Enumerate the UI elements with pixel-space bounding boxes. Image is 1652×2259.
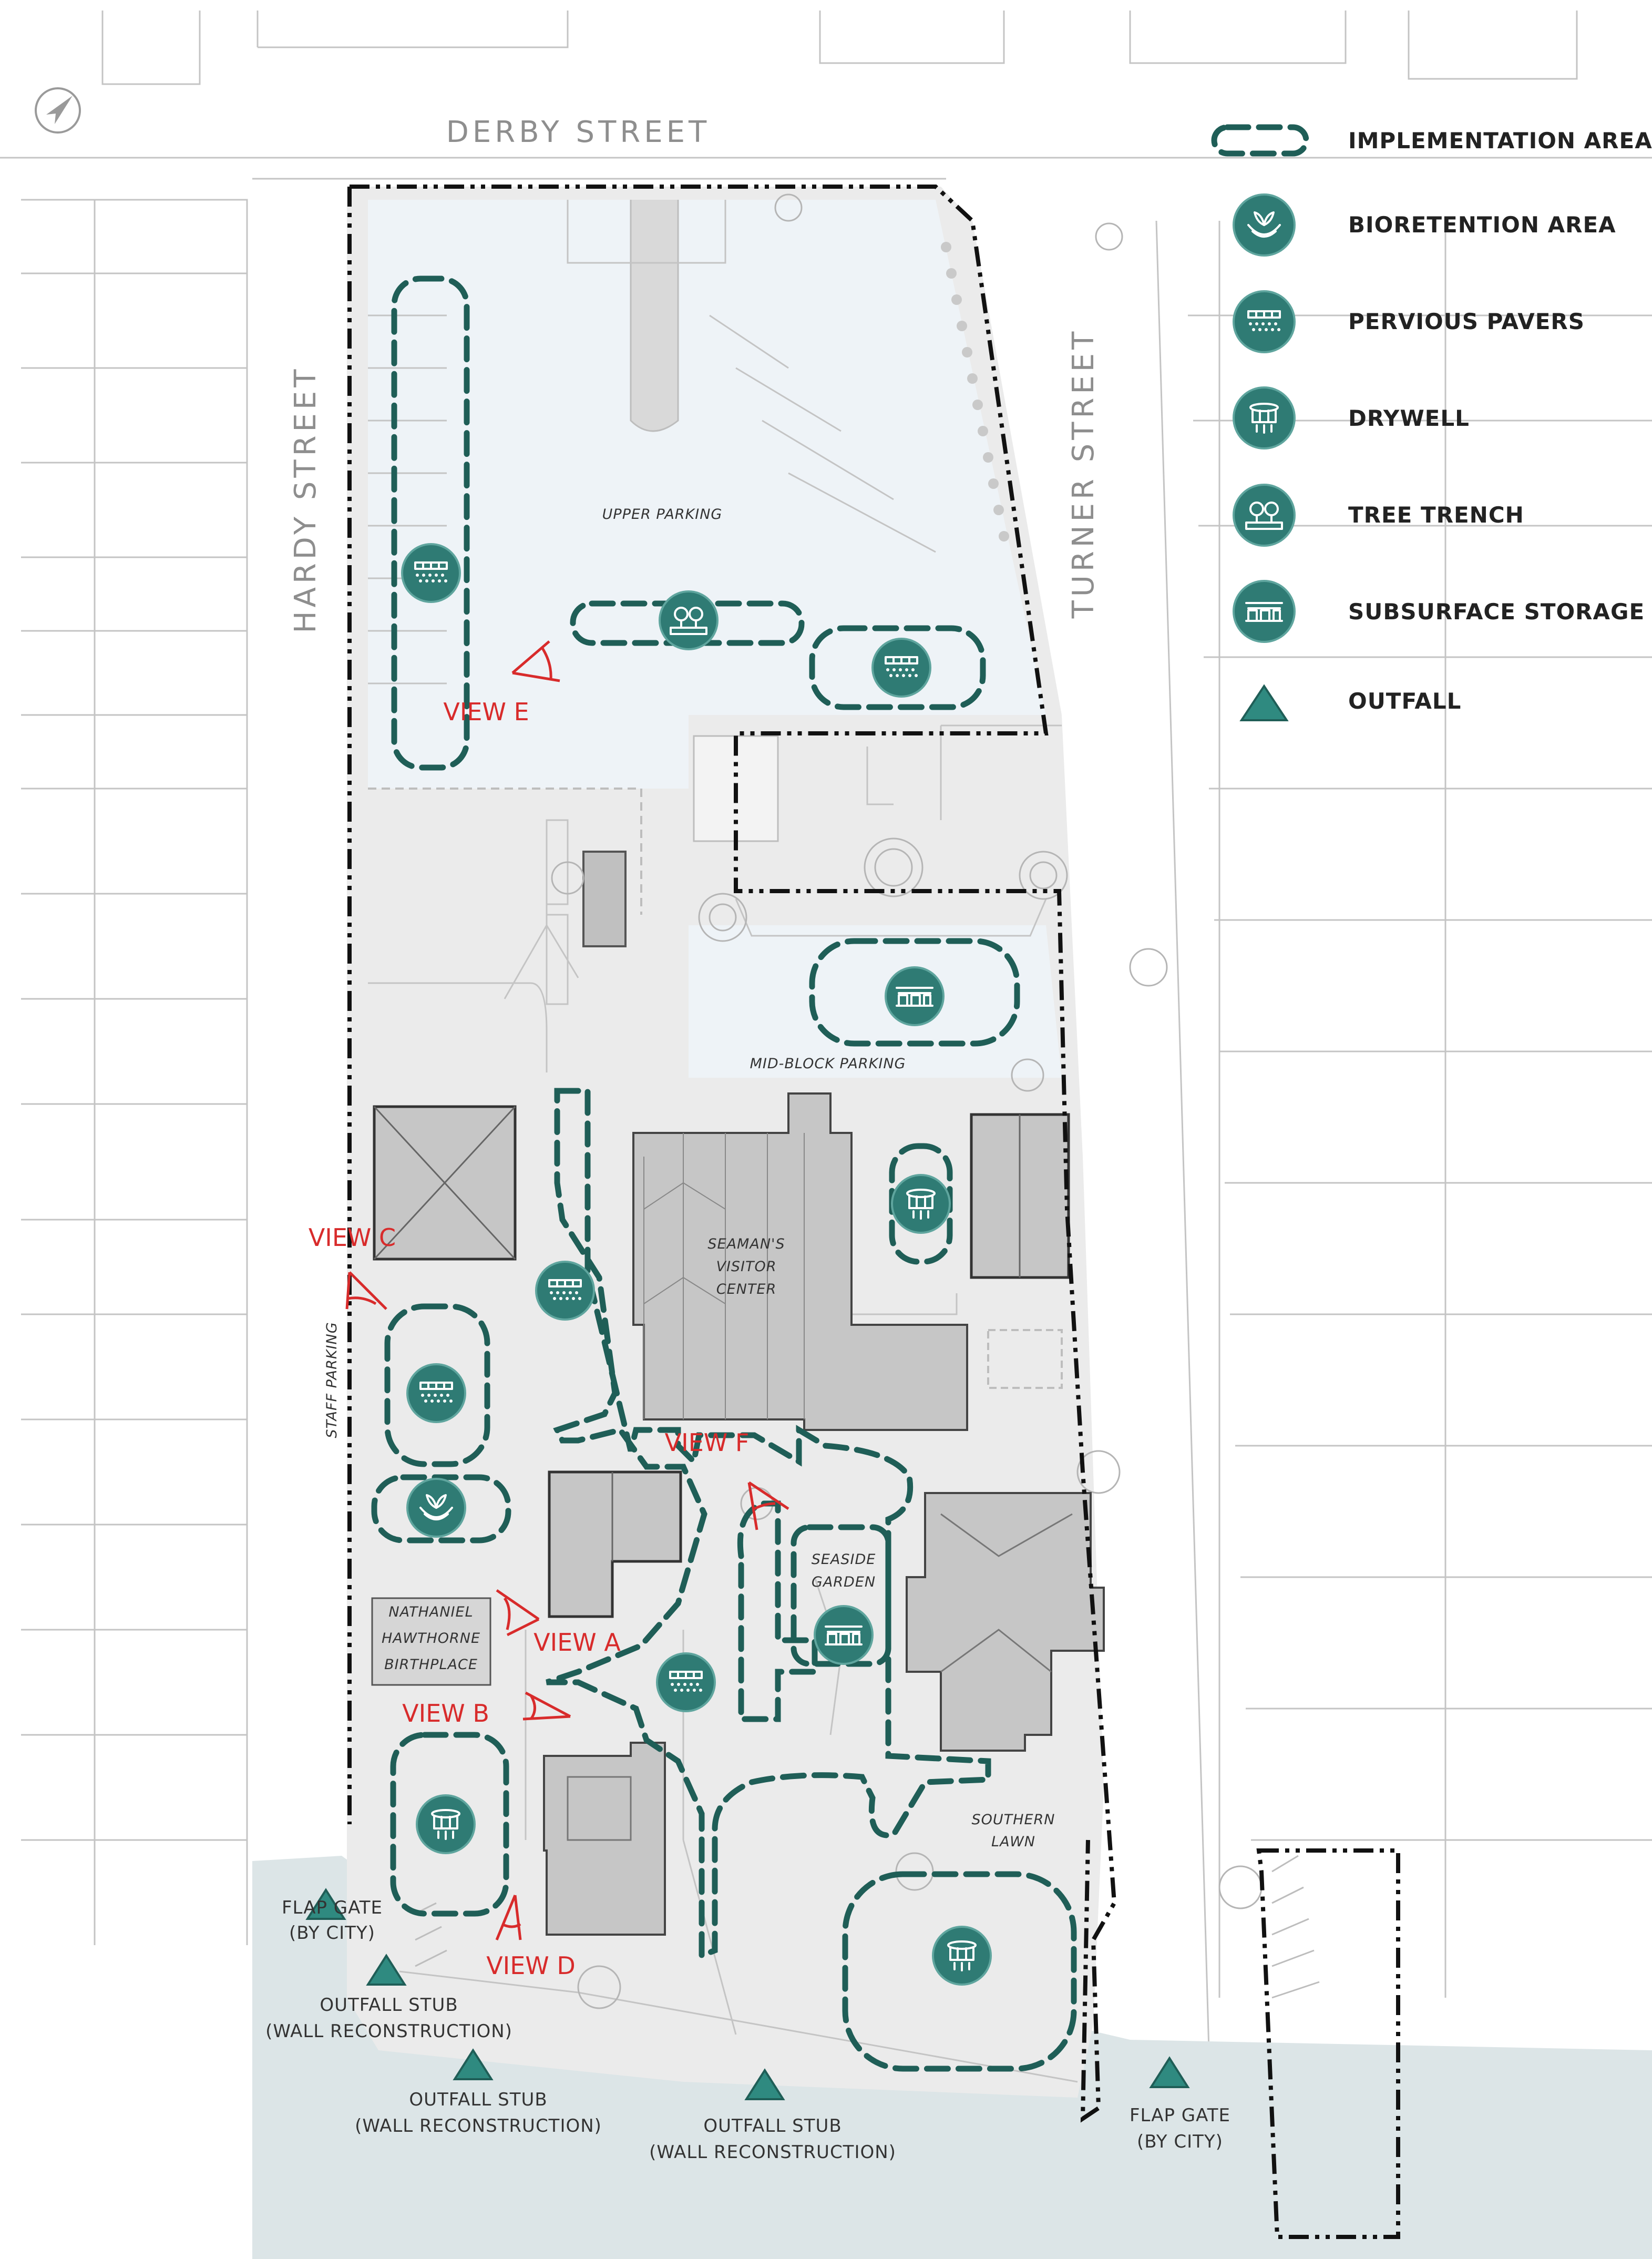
view-f-label: VIEW F: [665, 1428, 750, 1457]
southern-lawn-label-1: SOUTHERN: [972, 1812, 1055, 1828]
flap-gate-east-label-2: (BY CITY): [1137, 2131, 1223, 2152]
callout-labels: FLAP GATE (BY CITY) OUTFALL STUB (WALL R…: [265, 1897, 1230, 2163]
legend-item-outfall: OUTFALL: [1239, 684, 1461, 721]
turner-street-label: TURNER STREET: [1066, 328, 1101, 619]
hawthorne-label-1: NATHANIEL: [388, 1604, 473, 1620]
subsurface-storage-icon: [814, 1605, 874, 1665]
legend-label: TREE TRENCH: [1348, 502, 1524, 528]
project-boundary: [347, 185, 1400, 2239]
tree-trench-icon: [659, 590, 719, 650]
legend-item-pervious-pavers: PERVIOUS PAVERS: [1233, 290, 1585, 353]
legend-label: IMPLEMENTATION AREA: [1348, 128, 1652, 154]
legend-label: OUTFALL: [1348, 688, 1461, 714]
hawthorne-label-3: BIRTHPLACE: [384, 1657, 478, 1673]
outfall-stub-3-label-2: (WALL RECONSTRUCTION): [649, 2142, 896, 2163]
southern-lawn-label-2: LAWN: [991, 1834, 1035, 1850]
context-linework: [0, 11, 1652, 2051]
bioretention-area-icon: [406, 1478, 466, 1538]
outfall-icon: [305, 1888, 346, 1920]
subsurface-storage-icon: [1233, 580, 1296, 643]
bmp-icons: [401, 543, 992, 1986]
view-labels: VIEW E VIEW F VIEW C VIEW A VIEW B VIEW …: [309, 698, 750, 1980]
implementation-area-icon: [1211, 124, 1309, 157]
outfall-icon: [1149, 2056, 1190, 2088]
bioretention-area-icon: [1233, 193, 1296, 257]
pervious-pavers-icon: [406, 1363, 466, 1423]
view-markers: [345, 640, 789, 1940]
flap-gate-west-label-2: (BY CITY): [289, 1923, 375, 1944]
legend-item-tree-trench: TREE TRENCH: [1233, 484, 1524, 547]
view-e-label: VIEW E: [443, 698, 529, 726]
legend-item-drywell: DRYWELL: [1233, 386, 1470, 449]
pervious-pavers-icon: [871, 638, 931, 698]
north-arrow-icon: [35, 87, 81, 134]
seaside-garden-label-2: GARDEN: [812, 1574, 876, 1590]
legend-item-implementation-area: IMPLEMENTATION AREA: [1211, 124, 1652, 157]
derby-street-label: DERBY STREET: [446, 115, 710, 149]
hardy-street-label: HARDY STREET: [289, 365, 323, 633]
outfall-icon: [1239, 684, 1289, 721]
outfall-stub-1-label-2: (WALL RECONSTRUCTION): [265, 2021, 512, 2042]
legend-label: DRYWELL: [1348, 405, 1470, 431]
legend-label: BIORETENTION AREA: [1348, 212, 1616, 238]
outfalls: [305, 1888, 1190, 2100]
legend-label: PERVIOUS PAVERS: [1348, 309, 1585, 334]
subsurface-storage-icon: [885, 966, 945, 1026]
seaside-garden-label-1: SEASIDE: [812, 1551, 876, 1568]
view-c-label: VIEW C: [309, 1223, 396, 1252]
outfall-icon: [366, 1954, 407, 1986]
legend: IMPLEMENTATION AREA BIORETENTION AREA PE…: [1211, 124, 1652, 721]
outfall-stub-1-label-1: OUTFALL STUB: [320, 1995, 458, 2016]
upper-parking-label: UPPER PARKING: [602, 506, 723, 523]
flap-gate-west-label-1: FLAP GATE: [282, 1897, 383, 1918]
outfall-icon: [453, 2048, 494, 2080]
tree-trench-icon: [1233, 484, 1296, 547]
drywell-icon: [416, 1794, 476, 1854]
drywell-icon: [932, 1926, 992, 1986]
view-a-label: VIEW A: [533, 1628, 621, 1657]
mid-block-parking-label: MID-BLOCK PARKING: [750, 1056, 906, 1072]
legend-label: SUBSURFACE STORAGE: [1348, 599, 1645, 625]
visitor-center-label-1: SEAMAN'S: [707, 1236, 785, 1252]
view-d-label: VIEW D: [486, 1951, 576, 1980]
drywell-icon: [1233, 386, 1296, 449]
pervious-pavers-icon: [401, 543, 461, 603]
pervious-pavers-icon: [535, 1261, 595, 1321]
hawthorne-label-2: HAWTHORNE: [382, 1630, 480, 1647]
visitor-center-label-2: VISITOR: [716, 1259, 776, 1275]
outfall-stub-2-label-2: (WALL RECONSTRUCTION): [355, 2115, 602, 2137]
drywell-icon: [891, 1174, 951, 1234]
flap-gate-east-label-1: FLAP GATE: [1130, 2105, 1230, 2126]
outfall-stub-3-label-1: OUTFALL STUB: [703, 2115, 842, 2137]
legend-item-bioretention-area: BIORETENTION AREA: [1233, 193, 1616, 257]
staff-parking-label: STAFF PARKING: [324, 1322, 340, 1438]
outfall-icon: [744, 2068, 785, 2100]
view-b-label: VIEW B: [402, 1699, 489, 1728]
pervious-pavers-icon: [656, 1652, 716, 1712]
legend-item-subsurface-storage: SUBSURFACE STORAGE: [1233, 580, 1645, 643]
buildings: [371, 1092, 1105, 1936]
tree-row: [941, 242, 1009, 541]
street-labels: DERBY STREET HARDY STREET TURNER STREET: [289, 115, 1101, 633]
pervious-pavers-icon: [1233, 290, 1296, 353]
outfall-stub-2-label-1: OUTFALL STUB: [409, 2089, 547, 2110]
place-labels: UPPER PARKING MID-BLOCK PARKING SEAMAN'S…: [324, 506, 1055, 1850]
visitor-center-label-3: CENTER: [716, 1281, 776, 1297]
